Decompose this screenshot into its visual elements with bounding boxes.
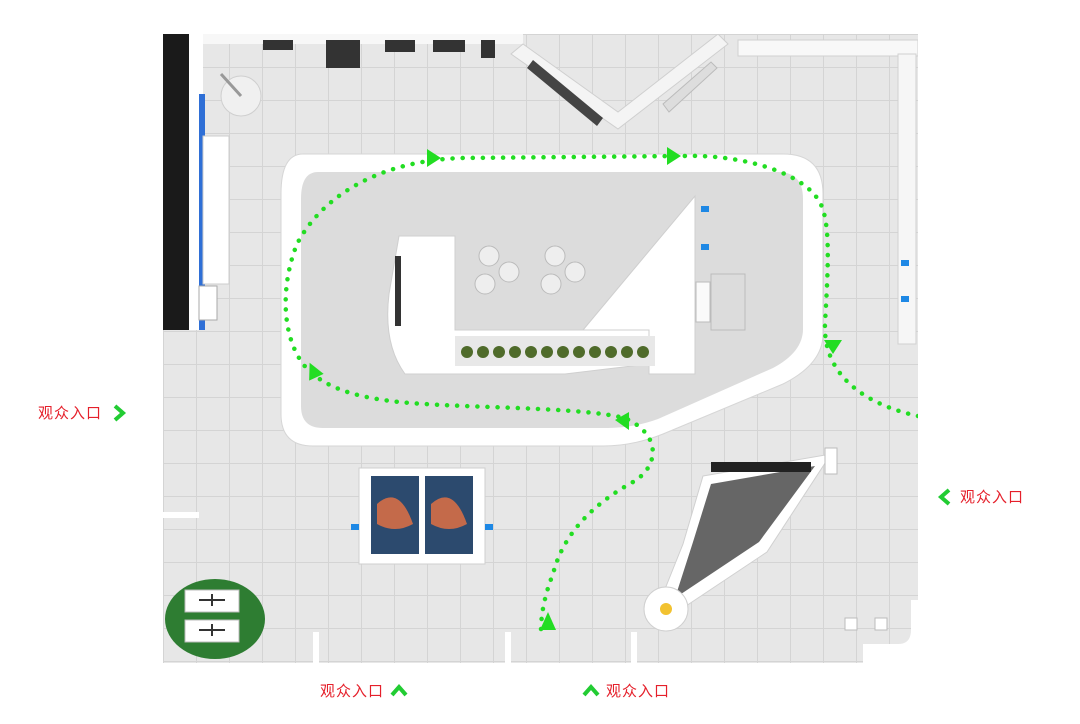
central-counter-wedge <box>581 194 696 375</box>
flow-arrow-icon <box>540 612 556 630</box>
bottom-left-wall <box>163 512 199 518</box>
wedge-platform-inner <box>675 466 815 598</box>
chair <box>540 273 562 295</box>
bottom-wall-segment <box>505 632 511 663</box>
wall-display <box>481 40 495 58</box>
entrance-label-right: 观众入口 <box>936 486 1024 507</box>
entrance-label-text: 观众入口 <box>960 488 1025 506</box>
planter-shrubs <box>461 346 649 358</box>
aircraft-icon <box>199 594 225 606</box>
left-wall <box>163 34 189 330</box>
mini-screen <box>701 244 709 250</box>
chair <box>544 245 566 267</box>
chair <box>474 273 496 295</box>
angled-desk <box>527 60 603 126</box>
mini-screen <box>901 260 909 266</box>
wall-display <box>385 40 415 52</box>
chair <box>564 261 586 283</box>
flow-arrow-icon <box>309 362 324 381</box>
pedestal-light <box>660 603 672 615</box>
side-kiosk <box>198 285 218 321</box>
entrance-label-left: 观众入口 <box>38 402 128 423</box>
flow-arrow-icon <box>427 149 441 167</box>
angled-desk <box>662 61 718 113</box>
left-wall-stripe <box>199 94 205 330</box>
wall-display <box>433 40 465 52</box>
chevron-up-icon <box>582 682 600 700</box>
photo-landmass <box>377 497 413 529</box>
flow-arrow-icon <box>615 412 629 430</box>
wall-display <box>326 40 360 68</box>
flow-arrow-icon <box>824 340 842 354</box>
chair <box>478 245 500 267</box>
floor-plan <box>163 34 918 663</box>
photo-landmass <box>431 497 467 529</box>
right-ledge <box>897 53 917 345</box>
bottom-wall-segment <box>631 632 637 663</box>
counter-screen <box>395 256 401 326</box>
right-desk <box>695 281 711 323</box>
aircraft-icon <box>199 624 225 636</box>
flow-arrow-icon <box>667 147 681 165</box>
chevron-right-icon <box>110 403 128 422</box>
top-ledge <box>203 34 523 44</box>
chevron-up-icon <box>390 682 408 700</box>
small-stool <box>874 617 888 631</box>
top-right-ledge <box>737 39 918 57</box>
entrance-label-text: 观众入口 <box>320 682 385 700</box>
entrance-label-bottom-left: 观众入口 <box>320 680 408 701</box>
wall-display <box>263 40 293 50</box>
chair <box>498 261 520 283</box>
wedge-post <box>824 447 838 475</box>
mini-screen <box>701 206 709 212</box>
floor-plan-drawing <box>163 34 918 663</box>
satellite-dish-arm <box>219 72 243 98</box>
visitor-flow-path <box>283 153 918 633</box>
entrance-label-text: 观众入口 <box>38 404 103 422</box>
left-bench <box>202 135 230 285</box>
wedge-screens <box>711 462 811 472</box>
mini-screen <box>351 524 359 530</box>
right-desk-frame <box>710 273 746 331</box>
mini-screen <box>485 524 493 530</box>
mini-screen <box>901 296 909 302</box>
entrance-label-bottom-right: 观众入口 <box>582 680 670 701</box>
chevron-left-icon <box>936 487 954 506</box>
bottom-right-corner <box>863 600 918 663</box>
bottom-wall-segment <box>313 632 319 663</box>
entrance-label-text: 观众入口 <box>606 682 671 700</box>
small-stool <box>844 617 858 631</box>
